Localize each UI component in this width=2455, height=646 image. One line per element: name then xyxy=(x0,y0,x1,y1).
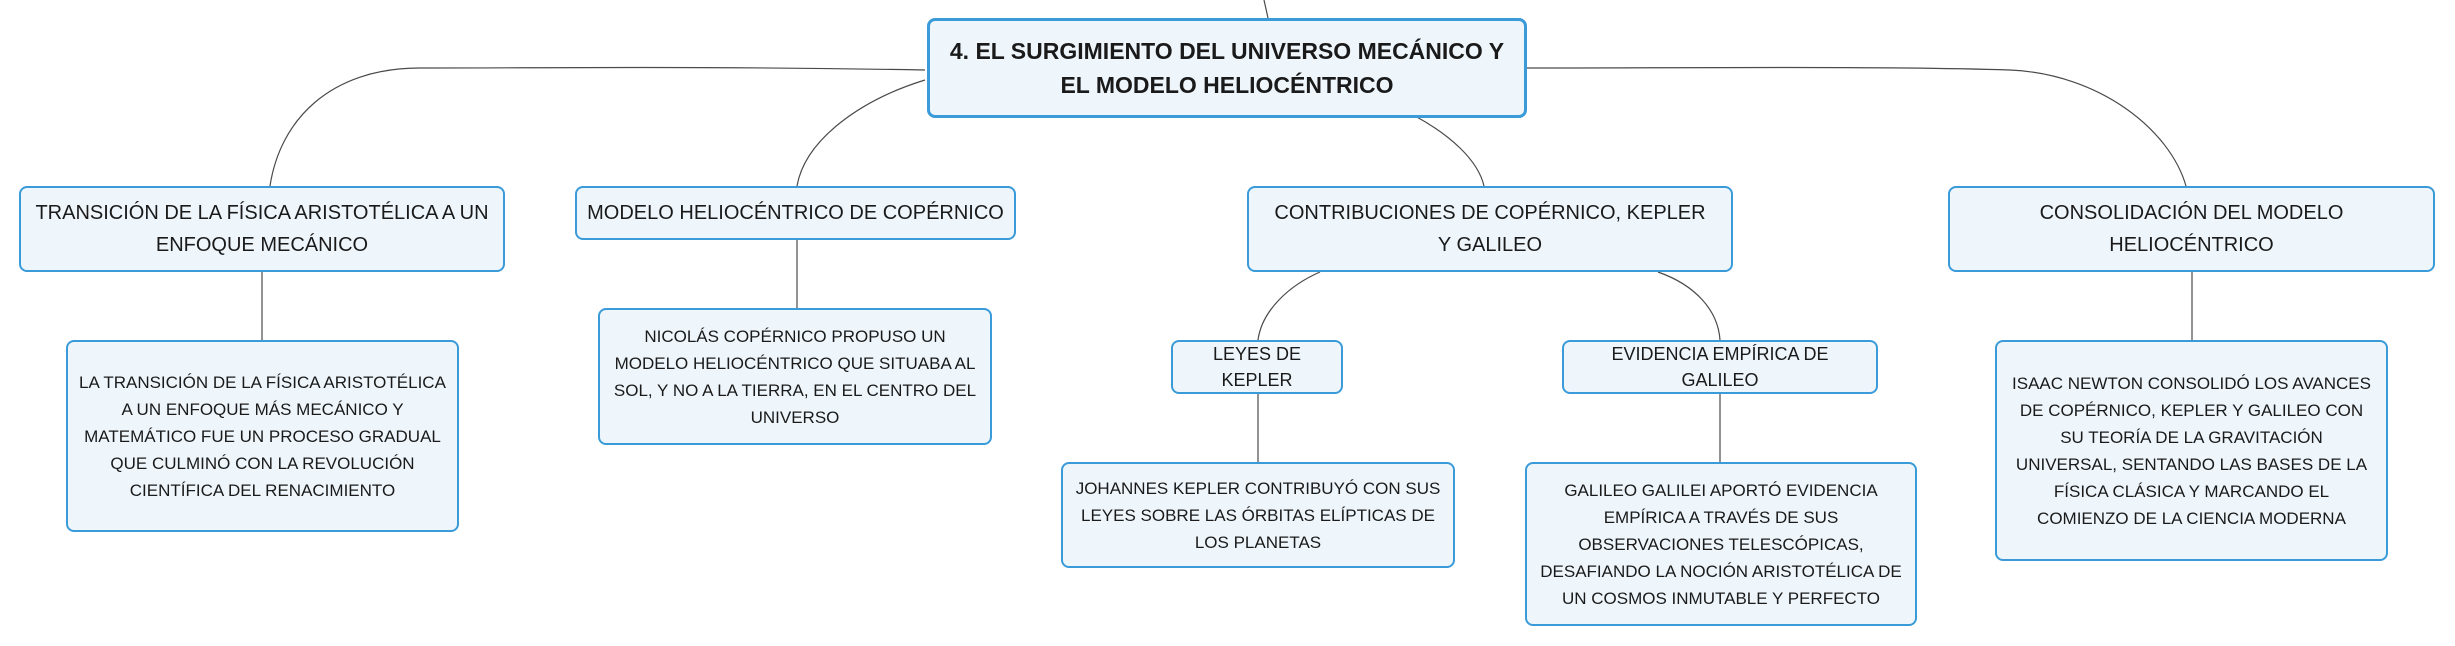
detail-text: JOHANNES KEPLER CONTRIBUYÓ CON SUS LEYES… xyxy=(1075,478,1441,552)
detail-kepler-laws[interactable]: JOHANNES KEPLER CONTRIBUYÓ CON SUS LEYES… xyxy=(1061,462,1455,568)
branch-topic-label: CONSOLIDACIÓN DEL MODELO HELIOCÉNTRICO xyxy=(2039,202,2344,256)
detail-galileo-evidence[interactable]: GALILEO GALILEI APORTÓ EVIDENCIA EMPÍRIC… xyxy=(1525,462,1917,626)
branch-topic-copernicus-model[interactable]: MODELO HELIOCÉNTRICO DE COPÉRNICO xyxy=(575,186,1016,240)
detail-text: ISAAC NEWTON CONSOLIDÓ LOS AVANCES DE CO… xyxy=(2012,373,2371,528)
branch-topic-consolidation[interactable]: CONSOLIDACIÓN DEL MODELO HELIOCÉNTRICO xyxy=(1948,186,2435,272)
branch-topic-aristotelian-transition[interactable]: TRANSICIÓN DE LA FÍSICA ARISTOTÉLICA A U… xyxy=(19,186,505,272)
subtopic-label: EVIDENCIA EMPÍRICA DE GALILEO xyxy=(1611,344,1829,390)
root-topic-label: 4. EL SURGIMIENTO DEL UNIVERSO MECÁNICO … xyxy=(949,38,1505,98)
subtopic-kepler-laws[interactable]: LEYES DE KEPLER xyxy=(1171,340,1343,394)
detail-text: LA TRANSICIÓN DE LA FÍSICA ARISTOTÉLICA … xyxy=(79,372,446,500)
branch-topic-label: CONTRIBUCIONES DE COPÉRNICO, KEPLER Y GA… xyxy=(1274,202,1706,256)
root-topic[interactable]: 4. EL SURGIMIENTO DEL UNIVERSO MECÁNICO … xyxy=(927,18,1527,118)
detail-text: NICOLÁS COPÉRNICO PROPUSO UN MODELO HELI… xyxy=(613,326,977,427)
branch-topic-label: TRANSICIÓN DE LA FÍSICA ARISTOTÉLICA A U… xyxy=(35,202,489,256)
branch-topic-label: MODELO HELIOCÉNTRICO DE COPÉRNICO xyxy=(587,202,1004,224)
detail-aristotelian-transition[interactable]: LA TRANSICIÓN DE LA FÍSICA ARISTOTÉLICA … xyxy=(66,340,459,532)
detail-copernicus-model[interactable]: NICOLÁS COPÉRNICO PROPUSO UN MODELO HELI… xyxy=(598,308,992,445)
detail-consolidation[interactable]: ISAAC NEWTON CONSOLIDÓ LOS AVANCES DE CO… xyxy=(1995,340,2388,561)
connector-branch-3-galileo xyxy=(1657,271,1721,341)
detail-text: GALILEO GALILEI APORTÓ EVIDENCIA EMPÍRIC… xyxy=(1540,480,1902,608)
connector-branch-3-kepler xyxy=(1257,271,1321,341)
branch-topic-contributions[interactable]: CONTRIBUCIONES DE COPÉRNICO, KEPLER Y GA… xyxy=(1247,186,1733,272)
connector-root-branch-1 xyxy=(269,66,926,187)
connector-root-top xyxy=(1263,0,1269,19)
subtopic-galileo-evidence[interactable]: EVIDENCIA EMPÍRICA DE GALILEO xyxy=(1562,340,1878,394)
connector-root-branch-3 xyxy=(1414,115,1485,187)
connector-root-branch-2 xyxy=(796,79,926,187)
connector-root-branch-4 xyxy=(1526,66,2187,187)
subtopic-label: LEYES DE KEPLER xyxy=(1212,344,1302,390)
